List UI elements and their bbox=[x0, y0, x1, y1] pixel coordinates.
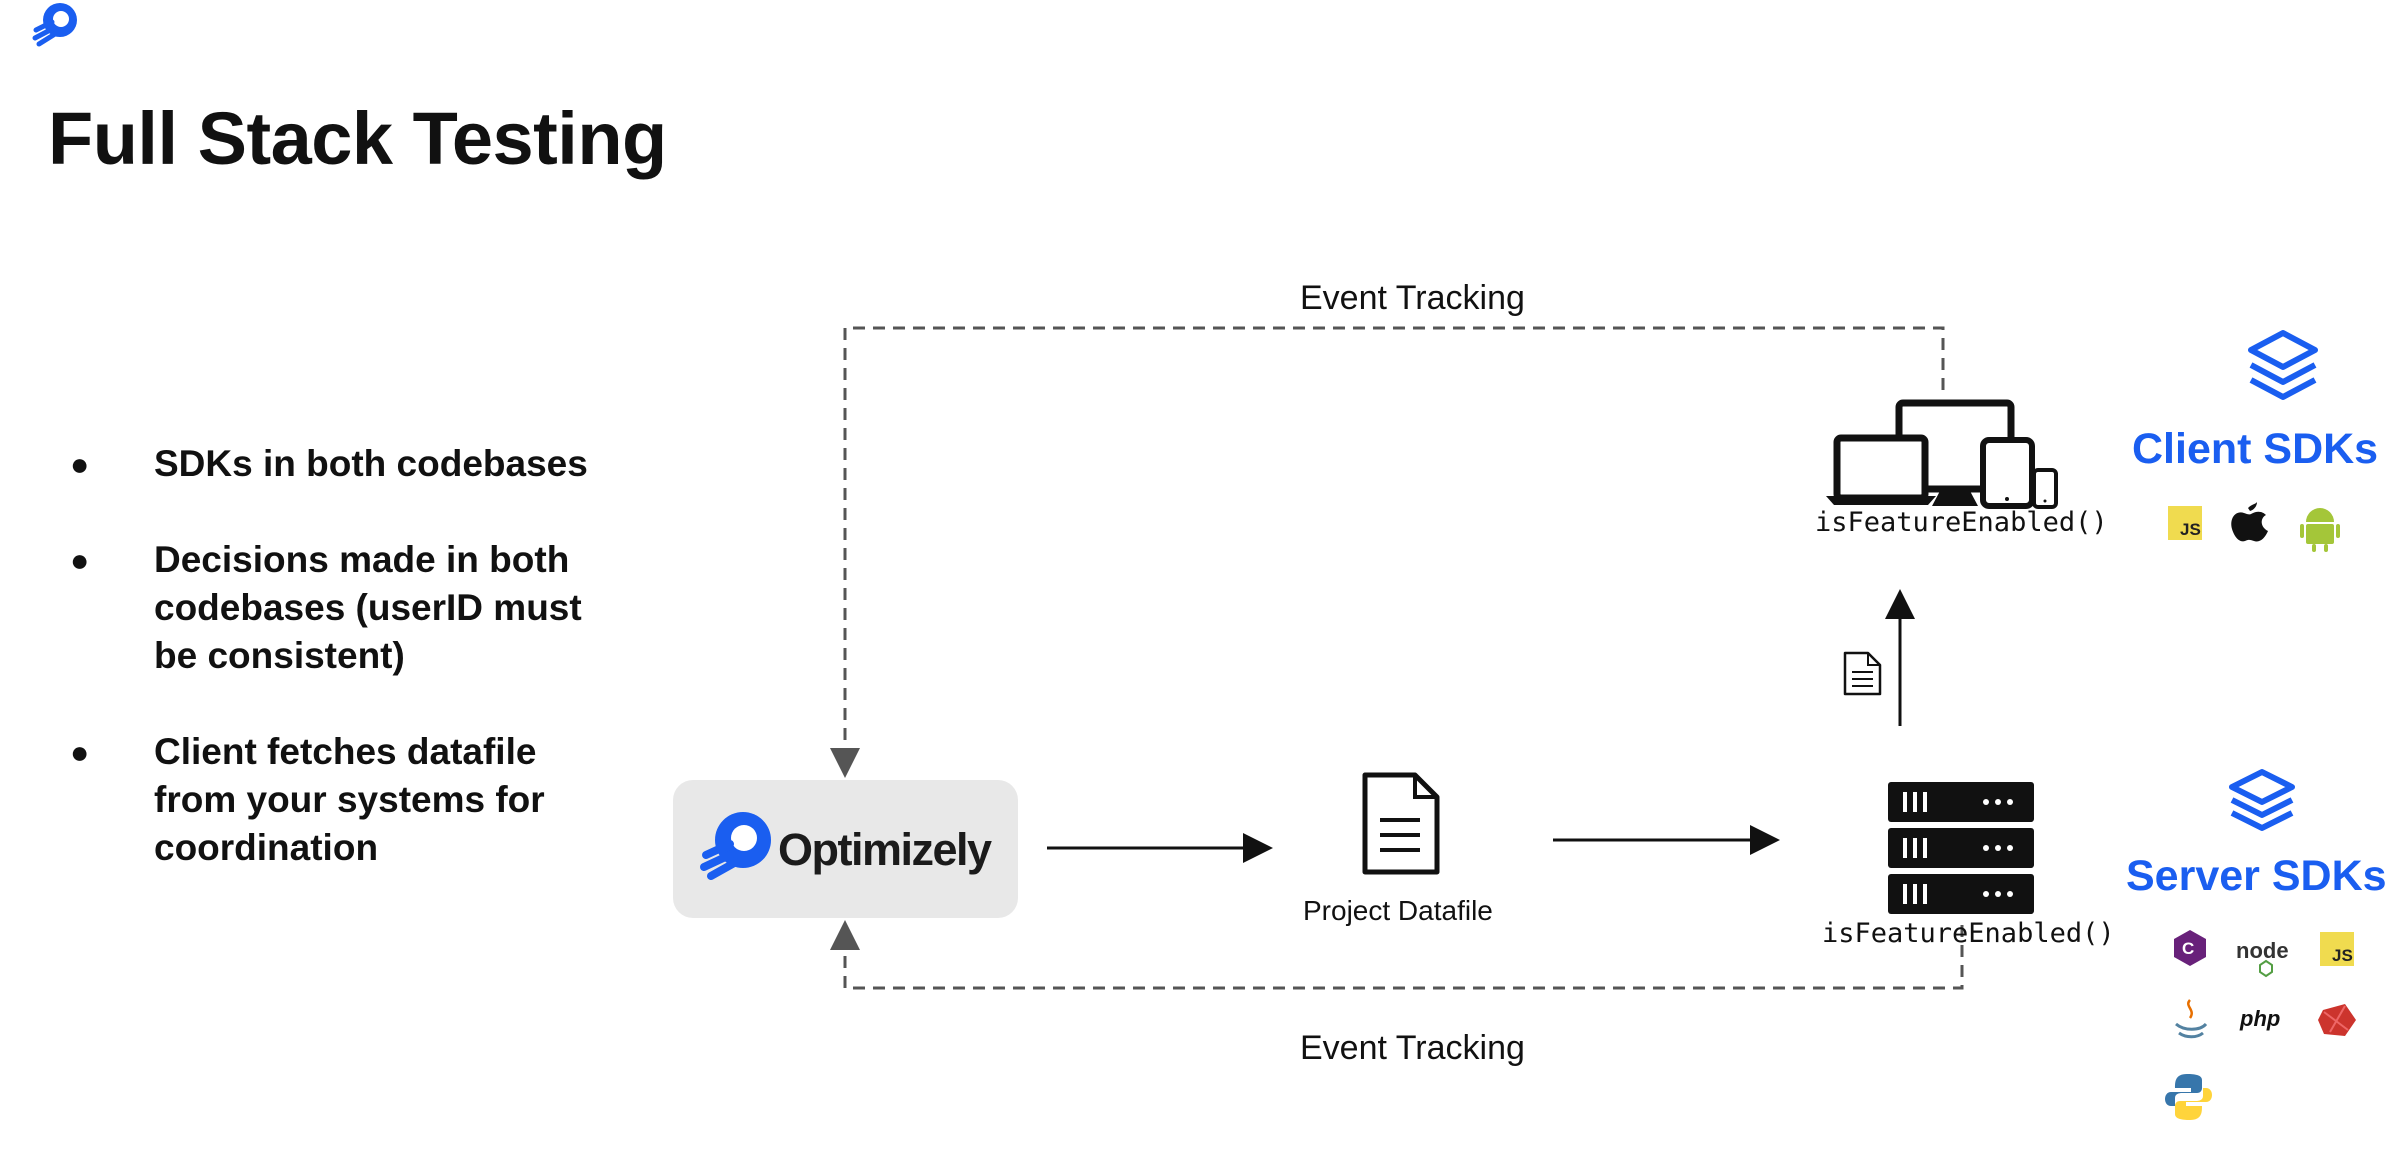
bullet-dot-icon: ● bbox=[70, 734, 90, 770]
top-event-tracking-loop bbox=[830, 326, 1945, 778]
server-sdks-title: Server SDKs bbox=[2126, 852, 2387, 900]
node-icon: node bbox=[2236, 938, 2289, 978]
bullet-dot-icon: ● bbox=[70, 542, 90, 578]
top-event-tracking-label: Event Tracking bbox=[1300, 279, 1525, 317]
java-icon bbox=[2175, 999, 2208, 1039]
document-icon bbox=[1362, 772, 1440, 875]
svg-text:JS: JS bbox=[2180, 520, 2201, 539]
optimizely-label: Optimizely bbox=[778, 824, 992, 875]
server-icon bbox=[1888, 782, 2034, 914]
small-document-icon bbox=[1843, 651, 1882, 696]
js-icon: JS bbox=[2168, 506, 2202, 540]
server-method-label: isFeatureEnabled() bbox=[1822, 918, 2115, 949]
svg-text:JS: JS bbox=[2332, 946, 2353, 965]
devices-icon bbox=[1826, 399, 2058, 509]
client-method-label: isFeatureEnabled() bbox=[1815, 507, 2108, 538]
svg-text:C: C bbox=[2182, 939, 2194, 958]
bullet-text: Client fetches datafile from your system… bbox=[154, 731, 545, 868]
bullet-item: ● Client fetches datafile from your syst… bbox=[60, 728, 620, 872]
optimizely-logo-icon bbox=[32, 3, 77, 47]
optimizely-box: Optimizely bbox=[673, 780, 1018, 918]
project-datafile-label: Project Datafile bbox=[1303, 895, 1493, 926]
apple-icon bbox=[2231, 502, 2268, 542]
optimizely-logo-icon bbox=[700, 812, 771, 880]
android-icon bbox=[2300, 508, 2340, 552]
bottom-event-tracking-loop bbox=[830, 920, 1964, 990]
csharp-icon: C bbox=[2174, 930, 2206, 966]
client-sdk-stack-icon bbox=[2248, 330, 2318, 400]
ruby-icon bbox=[2318, 1004, 2356, 1036]
svg-text:node: node bbox=[2236, 938, 2289, 963]
bullet-list: ● SDKs in both codebases ● Decisions mad… bbox=[60, 440, 620, 920]
server-sdk-stack-icon bbox=[2229, 769, 2295, 831]
svg-text:php: php bbox=[2239, 1006, 2280, 1031]
bottom-event-tracking-label: Event Tracking bbox=[1300, 1029, 1525, 1067]
bullet-item: ● SDKs in both codebases bbox=[60, 440, 620, 488]
js-icon: JS bbox=[2320, 932, 2354, 966]
python-icon bbox=[2165, 1074, 2212, 1120]
bullet-text: Decisions made in both codebases (userID… bbox=[154, 539, 582, 676]
bullet-dot-icon: ● bbox=[70, 446, 90, 482]
bullet-item: ● Decisions made in both codebases (user… bbox=[60, 536, 620, 680]
php-icon: php bbox=[2239, 1006, 2280, 1031]
page-title: Full Stack Testing bbox=[48, 97, 667, 180]
client-sdks-title: Client SDKs bbox=[2132, 425, 2379, 473]
bullet-text: SDKs in both codebases bbox=[154, 443, 588, 484]
